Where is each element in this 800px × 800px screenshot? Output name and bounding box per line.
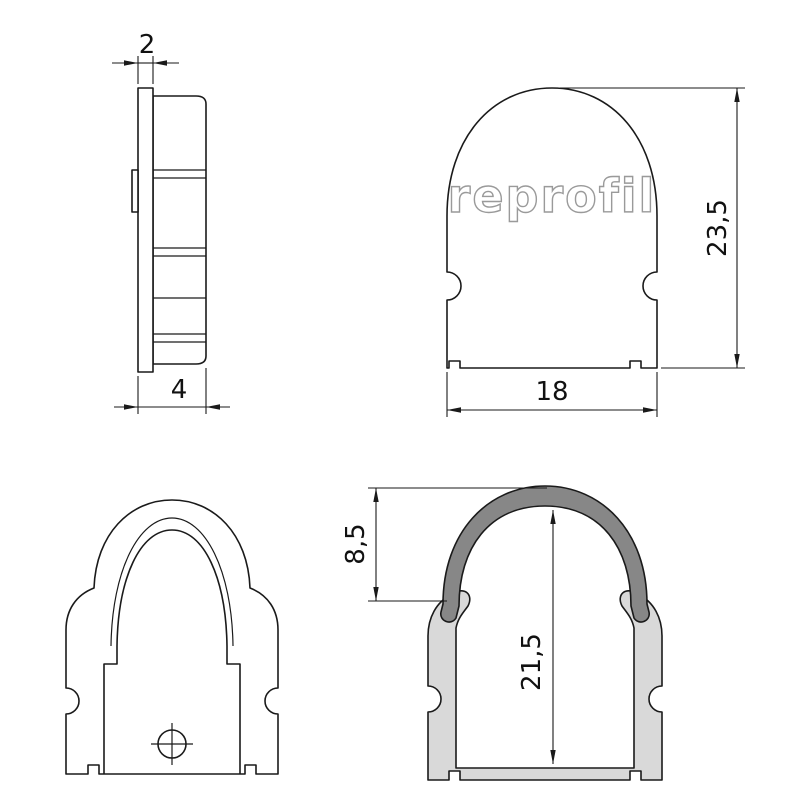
dimension-total-depth: 4	[114, 368, 230, 414]
endcap-insert-body	[152, 95, 207, 365]
dimension-label: 18	[535, 377, 568, 407]
dimension-label: 21,5	[517, 633, 547, 691]
dimension-label: 2	[139, 30, 156, 60]
dimension-cover-height: 8,5	[341, 487, 547, 602]
cover-dome-section	[440, 485, 650, 623]
dimension-inner-height: 21,5	[517, 510, 556, 764]
endcap-rib-lines	[153, 169, 206, 343]
profile-outline-view	[65, 499, 279, 775]
dimension-label: 8,5	[341, 523, 371, 564]
profile-inner-arc-detail	[110, 517, 234, 647]
dimension-label: 23,5	[703, 199, 733, 257]
endcap-front-outline	[446, 87, 658, 369]
side-view: 2 4	[112, 30, 230, 414]
profile-inner-cutout	[103, 529, 241, 774]
dimension-front-height: 23,5	[560, 87, 745, 369]
dimension-label: 4	[171, 375, 188, 405]
dimension-front-thickness: 2	[112, 30, 179, 84]
brand-logo-text: reprofil	[448, 169, 657, 223]
dimension-front-width: 18	[446, 372, 658, 417]
endcap-front-bump	[131, 169, 139, 213]
section-view: 8,5 21,5	[341, 485, 663, 781]
screw-hole-center-mark	[151, 723, 193, 765]
endcap-front-plate	[137, 87, 154, 373]
front-view: reprofil 23,5 18	[446, 87, 745, 417]
profile-outer-outline	[65, 499, 279, 775]
